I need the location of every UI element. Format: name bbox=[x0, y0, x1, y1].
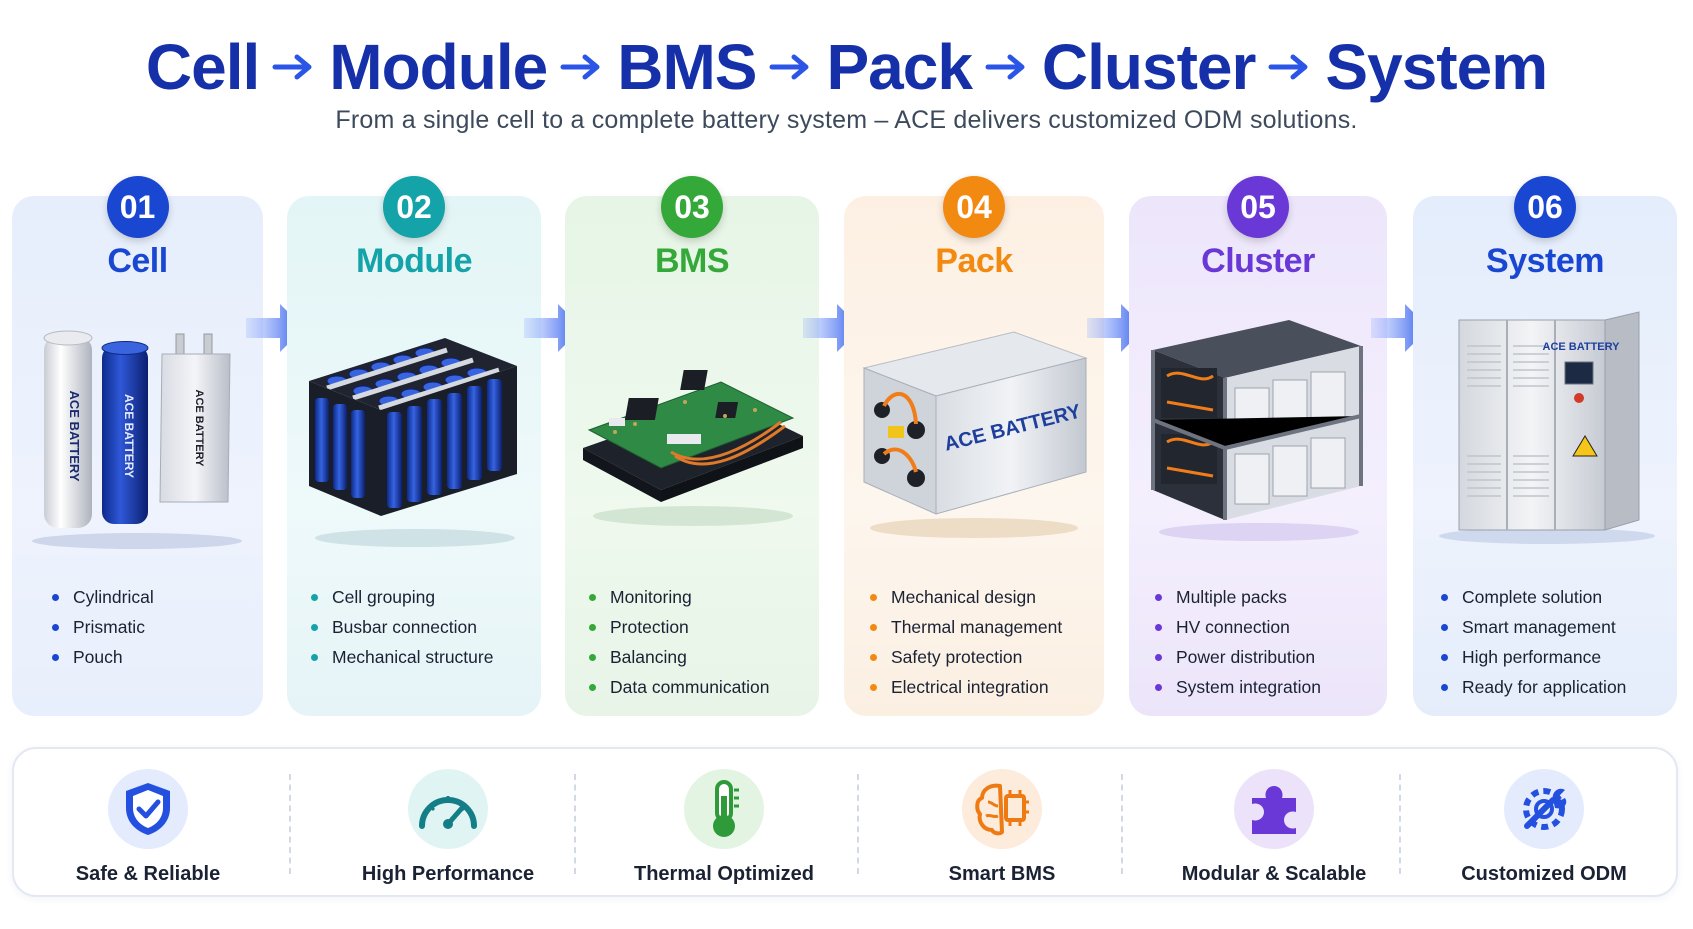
bullet-item: Ready for application bbox=[1441, 672, 1626, 702]
feature-label: High Performance bbox=[361, 863, 535, 885]
stage-title: BMS bbox=[654, 242, 730, 280]
title-word-module: Module bbox=[329, 31, 548, 103]
title-word-bms: BMS bbox=[617, 31, 757, 103]
bullet-item: Monitoring bbox=[589, 582, 770, 612]
divider bbox=[574, 774, 576, 874]
stage-title: System bbox=[1486, 242, 1604, 280]
bullet-item: Prismatic bbox=[52, 612, 154, 642]
divider bbox=[289, 774, 291, 874]
cell-brand-text: ACE BATTERY bbox=[67, 391, 82, 482]
stage-card-pack: 04 Pack ACE BATTERY Mechanical design Th… bbox=[844, 176, 1104, 716]
arrow-right-icon bbox=[547, 47, 617, 87]
bullet-item: HV connection bbox=[1155, 612, 1321, 642]
feature-high-performance: High Performance bbox=[328, 749, 568, 899]
bullet-item: Data communication bbox=[589, 672, 770, 702]
battery-pack-image: ACE BATTERY bbox=[862, 331, 1088, 538]
divider bbox=[857, 774, 859, 874]
stage-title: Cell bbox=[107, 242, 168, 280]
feature-safe-reliable: Safe & Reliable bbox=[48, 749, 248, 899]
step-number-badge: 02 bbox=[383, 176, 445, 238]
step-number-badge: 03 bbox=[661, 176, 723, 238]
feature-label: Safe & Reliable bbox=[75, 863, 221, 885]
cell-brand-text: ACE BATTERY bbox=[193, 390, 205, 468]
stage-card-bms: 03 BMS Monitoring Protection Balancing D… bbox=[565, 176, 819, 716]
feature-customized-odm: Customized ODM bbox=[1434, 749, 1654, 899]
arrow-right-icon bbox=[972, 47, 1042, 87]
bullet-item: Pouch bbox=[52, 642, 154, 672]
title-word-cluster: Cluster bbox=[1041, 31, 1256, 103]
battery-module-image bbox=[309, 338, 517, 547]
step-number-badge: 01 bbox=[106, 176, 169, 238]
feature-smart-bms: Smart BMS bbox=[902, 749, 1102, 899]
bullet-item: Thermal management bbox=[870, 612, 1062, 642]
bullet-item: Smart management bbox=[1441, 612, 1626, 642]
subtitle: From a single cell to a complete battery… bbox=[335, 106, 1358, 134]
feature-thermal-optimized: Thermal Optimized bbox=[614, 749, 834, 899]
shield-check-icon bbox=[108, 769, 188, 849]
stage-card-cluster: 05 Cluster Multiple packs HV connection … bbox=[1129, 176, 1387, 716]
brain-chip-icon bbox=[962, 769, 1042, 849]
feature-label: Modular & Scalable bbox=[1181, 863, 1367, 885]
bullet-item: System integration bbox=[1155, 672, 1321, 702]
battery-cluster-image bbox=[1151, 320, 1363, 541]
title-word-cell: Cell bbox=[145, 31, 260, 103]
stage-card-module: 02 Module Cell grouping Busbar connectio… bbox=[287, 176, 541, 716]
arrow-right-icon bbox=[756, 47, 826, 87]
step-number-badge: 05 bbox=[1227, 176, 1289, 238]
puzzle-icon bbox=[1234, 769, 1314, 849]
bullet-item: Busbar connection bbox=[311, 612, 493, 642]
energy-storage-cabinet-image: ACE BATTERY bbox=[1439, 311, 1655, 544]
feature-label: Smart BMS bbox=[948, 863, 1056, 885]
arrow-right-icon bbox=[259, 47, 329, 87]
divider bbox=[1121, 774, 1123, 874]
bullet-item: Balancing bbox=[589, 642, 770, 672]
bms-board-image bbox=[583, 370, 803, 526]
bullet-item: Mechanical design bbox=[870, 582, 1062, 612]
title-row: Cell Module BMS Pack Cluster System bbox=[0, 22, 1693, 112]
divider bbox=[1399, 774, 1401, 874]
battery-cells-image: ACE BATTERY ACE BATTERY ACE BATTERY bbox=[32, 330, 242, 549]
feature-bar: Safe & Reliable High Performance Thermal… bbox=[12, 747, 1678, 897]
bullet-item: Complete solution bbox=[1441, 582, 1626, 612]
bullet-item: Electrical integration bbox=[870, 672, 1062, 702]
title-word-system: System bbox=[1325, 31, 1548, 103]
bullet-item: Safety protection bbox=[870, 642, 1062, 672]
step-number-badge: 04 bbox=[943, 176, 1005, 238]
arrow-right-icon bbox=[1255, 47, 1325, 87]
bullet-item: Power distribution bbox=[1155, 642, 1321, 672]
title-word-pack: Pack bbox=[826, 31, 972, 103]
step-number-badge: 06 bbox=[1514, 176, 1576, 238]
stage-card-system: 06 System ACE BATTERY Complete solution … bbox=[1413, 176, 1677, 716]
gauge-icon bbox=[408, 769, 488, 849]
system-brand-text: ACE BATTERY bbox=[1543, 341, 1621, 353]
bullet-item: Protection bbox=[589, 612, 770, 642]
bullet-item: Multiple packs bbox=[1155, 582, 1321, 612]
stage-card-cell: 01 Cell ACE BATTERY ACE BATTERY ACE BATT… bbox=[12, 176, 263, 716]
cell-brand-text: ACE BATTERY bbox=[122, 394, 136, 478]
stage-title: Module bbox=[356, 242, 472, 280]
feature-label: Thermal Optimized bbox=[633, 863, 815, 885]
thermometer-icon bbox=[684, 769, 764, 849]
stage-title: Pack bbox=[935, 242, 1013, 280]
feature-label: Customized ODM bbox=[1461, 863, 1627, 885]
bullet-item: Cylindrical bbox=[52, 582, 154, 612]
stage-title: Cluster bbox=[1201, 242, 1315, 280]
feature-modular-scalable: Modular & Scalable bbox=[1154, 749, 1394, 899]
bullet-item: Cell grouping bbox=[311, 582, 493, 612]
tools-gear-icon bbox=[1504, 769, 1584, 849]
bullet-item: High performance bbox=[1441, 642, 1626, 672]
bullet-item: Mechanical structure bbox=[311, 642, 493, 672]
